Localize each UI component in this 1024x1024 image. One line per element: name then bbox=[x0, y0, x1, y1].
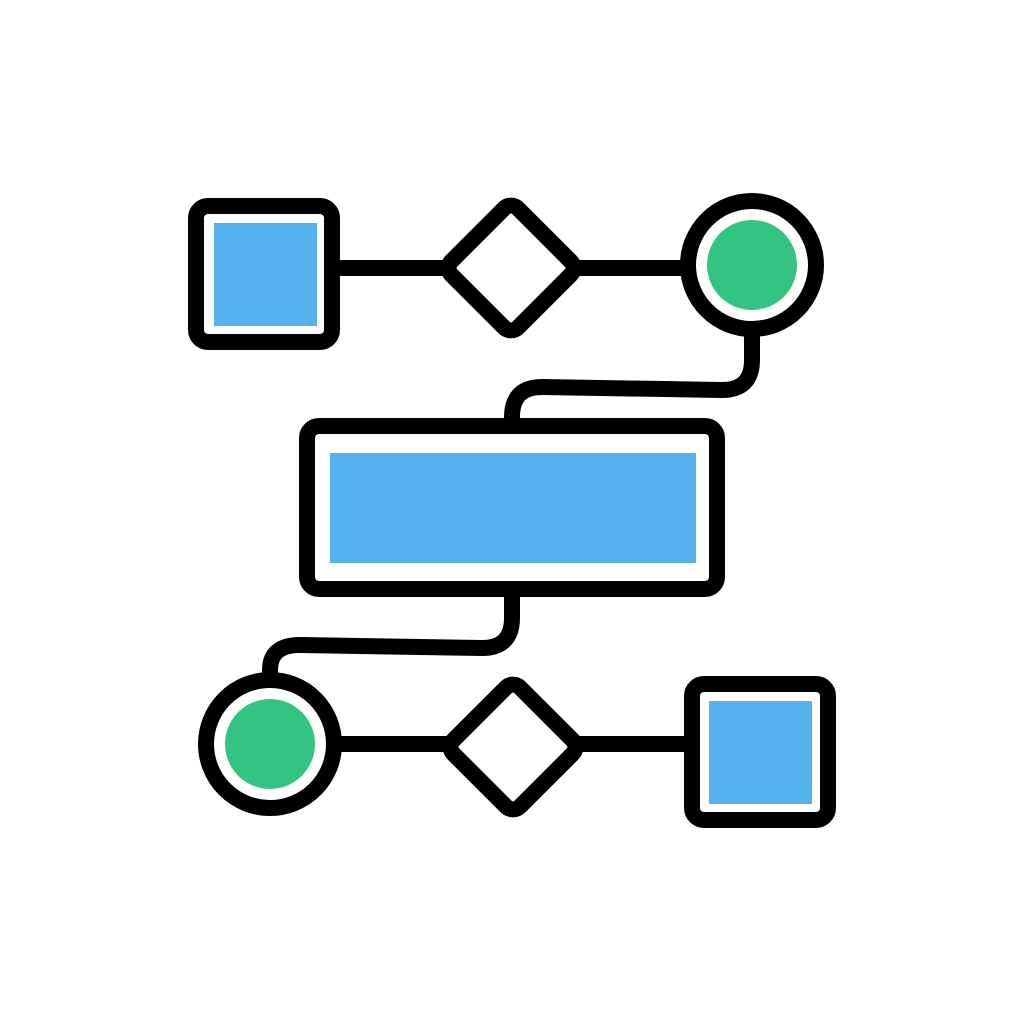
end-process-fill bbox=[709, 701, 812, 804]
bottom-decision-outline bbox=[442, 676, 584, 818]
top-terminal-fill bbox=[707, 220, 797, 310]
top-terminal-node bbox=[680, 193, 824, 337]
connectors bbox=[262, 260, 760, 752]
top-decision-node bbox=[440, 197, 582, 339]
connector-main-process-to-bottom-terminal bbox=[262, 584, 520, 686]
bottom-terminal-fill bbox=[225, 699, 315, 789]
connector-top-terminal-to-main-process bbox=[504, 328, 760, 432]
main-process-fill bbox=[330, 453, 696, 563]
bottom-terminal-node bbox=[198, 672, 342, 816]
end-process-node bbox=[684, 676, 836, 828]
main-process-node bbox=[299, 418, 725, 597]
start-process-node bbox=[188, 198, 340, 350]
top-decision-outline bbox=[440, 197, 582, 339]
start-process-fill bbox=[214, 223, 317, 326]
bottom-decision-node bbox=[442, 676, 584, 818]
